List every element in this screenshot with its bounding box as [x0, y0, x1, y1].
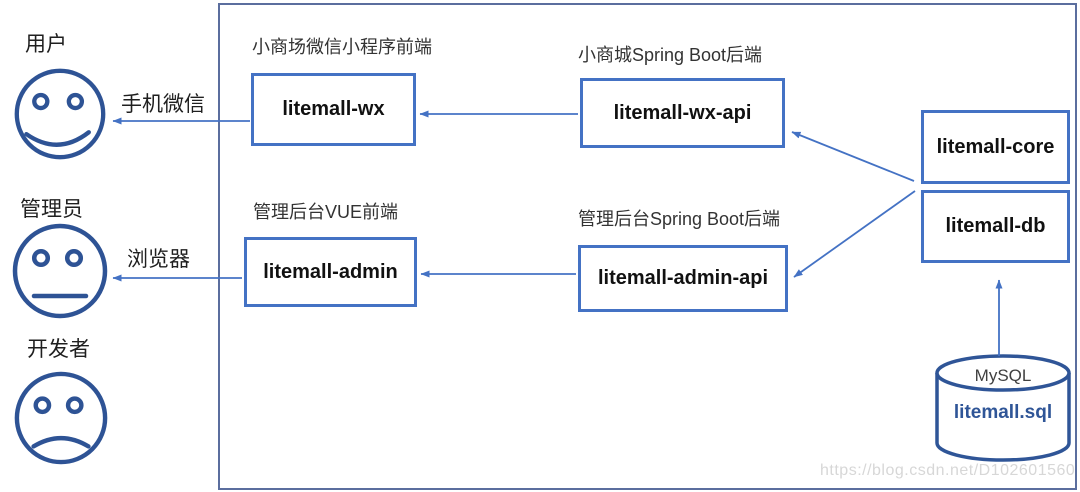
module-box-litemall-db: litemall-db [921, 190, 1070, 263]
caption-litemall-admin: 管理后台VUE前端 [253, 202, 399, 222]
database-engine-label: MySQL [974, 366, 1032, 385]
actor-label-user: 用户 [25, 33, 67, 56]
mysql-database-cylinder-icon [935, 354, 1071, 462]
actor-label-admin: 管理员 [20, 198, 83, 221]
module-box-litemall-admin: litemall-admin [244, 237, 417, 307]
caption-litemall-wx: 小商场微信小程序前端 [252, 37, 432, 57]
module-name-litemall-wx-api: litemall-wx-api [613, 101, 752, 124]
module-box-litemall-core: litemall-core [921, 110, 1070, 184]
module-name-litemall-admin: litemall-admin [263, 260, 398, 283]
module-name-litemall-core: litemall-core [936, 135, 1055, 158]
module-box-litemall-wx-api: litemall-wx-api [580, 78, 785, 148]
caption-litemall-admin-api: 管理后台Spring Boot后端 [578, 209, 781, 229]
admin-neutral-face-icon [12, 223, 108, 319]
developer-sad-face-icon [14, 371, 108, 465]
module-box-litemall-admin-api: litemall-admin-api [578, 245, 788, 312]
watermark: https://blog.csdn.net/D102601560 [820, 462, 1076, 479]
actor-label-developer: 开发者 [27, 338, 90, 361]
module-name-litemall-db: litemall-db [945, 215, 1046, 237]
caption-litemall-wx-api: 小商城Spring Boot后端 [578, 45, 763, 65]
module-name-litemall-admin-api: litemall-admin-api [597, 267, 769, 289]
module-name-litemall-wx: litemall-wx [282, 98, 385, 120]
edge-label-browser: 浏览器 [127, 248, 190, 271]
edge-label-wechat: 手机微信 [121, 93, 205, 116]
database-file-label: litemall.sql [953, 402, 1053, 423]
system-boundary-box [218, 3, 1077, 490]
user-happy-face-icon [14, 68, 106, 160]
module-box-litemall-wx: litemall-wx [251, 73, 416, 146]
